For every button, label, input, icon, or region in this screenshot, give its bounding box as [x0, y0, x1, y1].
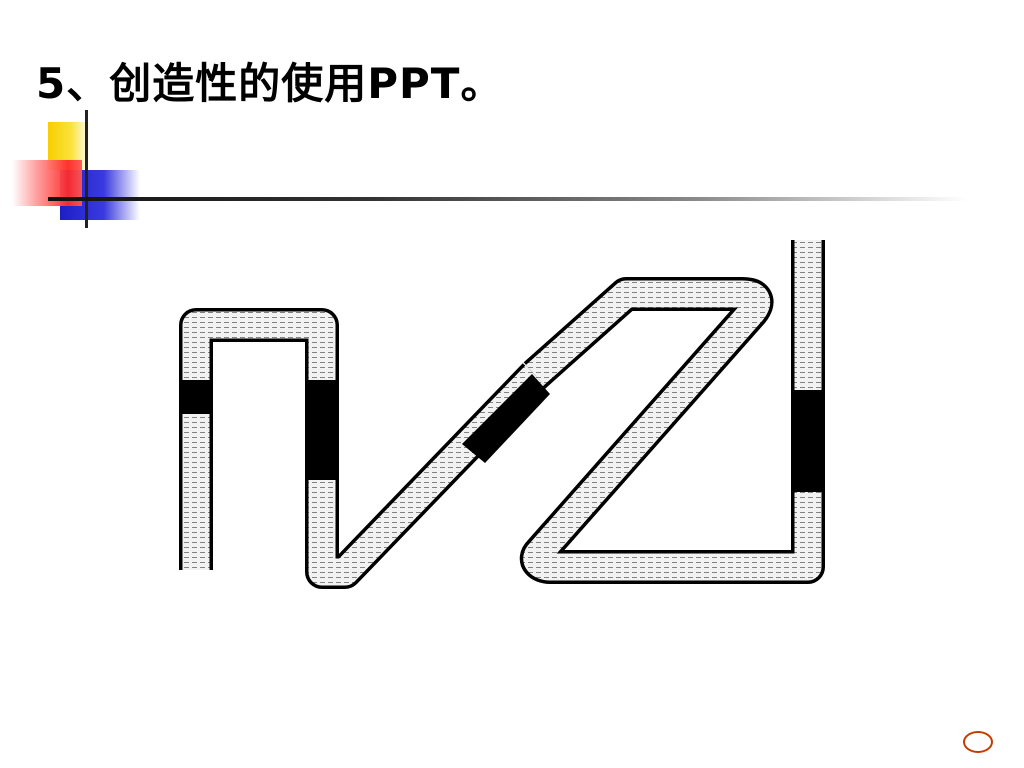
- liquid-plug-right: [791, 390, 825, 492]
- slide-title: 5、创造性的使用PPT。: [36, 59, 504, 108]
- decor-vertical-line: [85, 110, 88, 228]
- right-tube: [519, 240, 825, 584]
- liquid-plug-left: [180, 380, 213, 414]
- decor-horizontal-line: [48, 197, 968, 201]
- next-slide-button[interactable]: [963, 731, 993, 753]
- liquid-plug-diagonal: [462, 374, 550, 463]
- liquid-plug-middle: [305, 380, 339, 480]
